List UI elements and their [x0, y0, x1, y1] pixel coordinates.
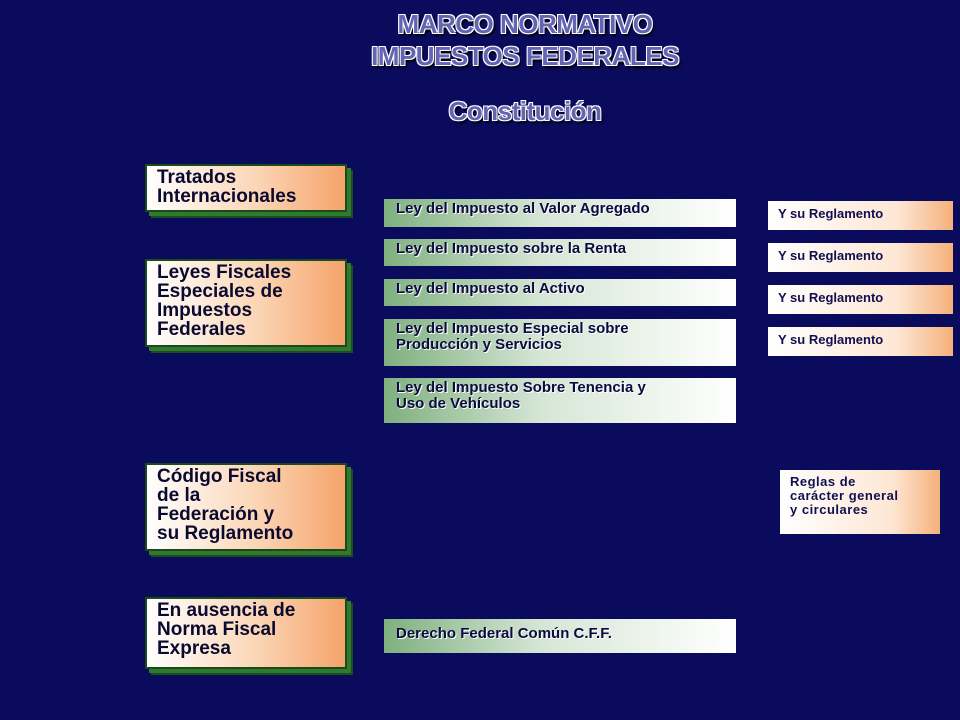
reglamento-box: Y su Reglamento [768, 327, 953, 356]
reglas-line: carácter general [790, 488, 899, 503]
box-line: Internacionales [157, 186, 297, 207]
law-line: Ley del Impuesto sobre la Renta [396, 240, 627, 257]
subtitle: Constitución [448, 96, 602, 126]
box-line: Leyes Fiscales [157, 262, 292, 283]
law-line: Uso de Vehículos [396, 395, 521, 412]
law-isr: Ley del Impuesto sobre la Renta [384, 239, 736, 266]
box-line: Impuestos [157, 300, 253, 321]
box-line: Federación y [157, 504, 275, 525]
box-line: Tratados [157, 167, 237, 188]
reglamento-box: Y su Reglamento [768, 243, 953, 272]
law-tenencia: Ley del Impuesto Sobre Tenencia y Uso de… [384, 378, 736, 423]
law-line: Ley del Impuesto Sobre Tenencia y [396, 379, 646, 396]
box-norma-fiscal-expresa: En ausencia de Norma Fiscal Expresa [145, 597, 347, 669]
box-line: En ausencia de [157, 600, 296, 621]
law-iva: Ley del Impuesto al Valor Agregado [384, 199, 736, 227]
law-line: Ley del Impuesto al Activo [396, 280, 585, 297]
reglamento-box: Y su Reglamento [768, 285, 953, 314]
reglas-line: Reglas de [790, 474, 856, 489]
reglas-line: y circulares [790, 502, 869, 517]
law-line: Producción y Servicios [396, 336, 562, 353]
box-line: su Reglamento [157, 523, 294, 544]
law-ieps: Ley del Impuesto Especial sobre Producci… [384, 319, 736, 366]
box-line: Especiales de [157, 281, 283, 302]
box-line: Federales [157, 319, 246, 340]
law-line: Ley del Impuesto al Valor Agregado [396, 200, 650, 217]
reglamento-box: Y su Reglamento [768, 201, 953, 230]
box-leyes-fiscales: Leyes Fiscales Especiales de Impuestos F… [145, 259, 347, 347]
title-line-2: IMPUESTOS FEDERALES [371, 41, 679, 71]
law-line: Derecho Federal Común C.F.F. [396, 625, 612, 642]
law-line: Ley del Impuesto Especial sobre [396, 320, 629, 337]
box-line: de la [157, 485, 201, 506]
box-codigo-fiscal: Código Fiscal de la Federación y su Regl… [145, 463, 347, 551]
title-line-1: MARCO NORMATIVO [397, 9, 653, 39]
box-line: Código Fiscal [157, 466, 282, 487]
law-derecho-federal-comun: Derecho Federal Común C.F.F. [384, 619, 736, 653]
box-line: Norma Fiscal [157, 619, 277, 640]
reglas-box: Reglas de carácter general y circulares [780, 470, 940, 534]
box-line: Expresa [157, 638, 231, 659]
box-tratados-internacionales: Tratados Internacionales [145, 164, 347, 212]
law-activo: Ley del Impuesto al Activo [384, 279, 736, 306]
